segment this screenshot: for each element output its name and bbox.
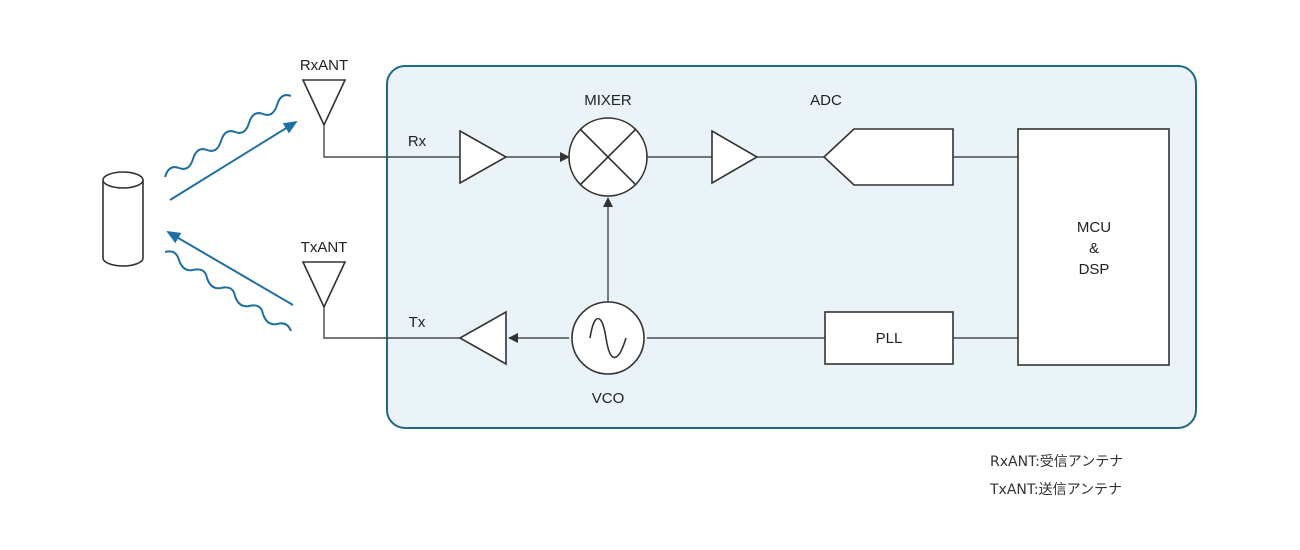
rx-line-label: Rx [408, 133, 427, 150]
adc-block [822, 128, 954, 186]
tx-wave-lower [164, 250, 292, 332]
legend-rx: RxANT:受信アンテナ [990, 454, 1124, 470]
pll-label: PLL [876, 330, 903, 347]
rx-signal-arrow [169, 120, 298, 201]
mcu-dsp-block [1017, 128, 1170, 366]
legend-tx: TxANT:送信アンテナ [990, 482, 1123, 498]
mcu-label-line1: MCU [1077, 219, 1111, 236]
tx-signal-arrow [166, 230, 294, 306]
mcu-label-line2: & [1089, 240, 1099, 257]
tx-antenna-label: TxANT [301, 239, 348, 256]
mixer-label: MIXER [584, 92, 632, 109]
tx-line-label: Tx [409, 314, 426, 331]
vco-icon [571, 301, 645, 375]
vco-label: VCO [592, 390, 625, 407]
mixer-icon [568, 117, 648, 197]
pll-block [824, 311, 954, 365]
adc-label: ADC [810, 92, 842, 109]
target-cylinder [102, 171, 144, 267]
tx-feed-line [323, 307, 460, 339]
rx-amplifier-icon [459, 129, 508, 185]
tx-antenna-icon [301, 261, 347, 309]
rx-antenna-label: RxANT [300, 57, 348, 74]
tx-amplifier-icon [458, 310, 507, 366]
legend: RxANT:受信アンテナ TxANT:送信アンテナ [990, 448, 1123, 504]
mcu-label-line3: DSP [1079, 261, 1110, 278]
if-amplifier-icon [711, 129, 759, 185]
rx-antenna-icon [301, 79, 347, 127]
rx-wave-upper [164, 94, 292, 178]
rx-feed-line [323, 125, 460, 158]
